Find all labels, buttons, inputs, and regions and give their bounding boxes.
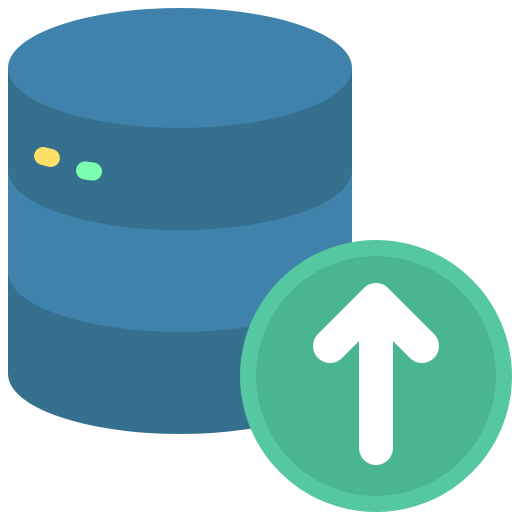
arrow-head bbox=[313, 283, 439, 363]
status-light-yellow-icon bbox=[34, 147, 60, 167]
status-light-green-icon bbox=[76, 161, 102, 181]
database-icon bbox=[8, 8, 352, 434]
arrow-up-icon bbox=[313, 283, 439, 465]
database-top-cap bbox=[8, 8, 352, 128]
upload-badge-icon bbox=[240, 240, 512, 512]
